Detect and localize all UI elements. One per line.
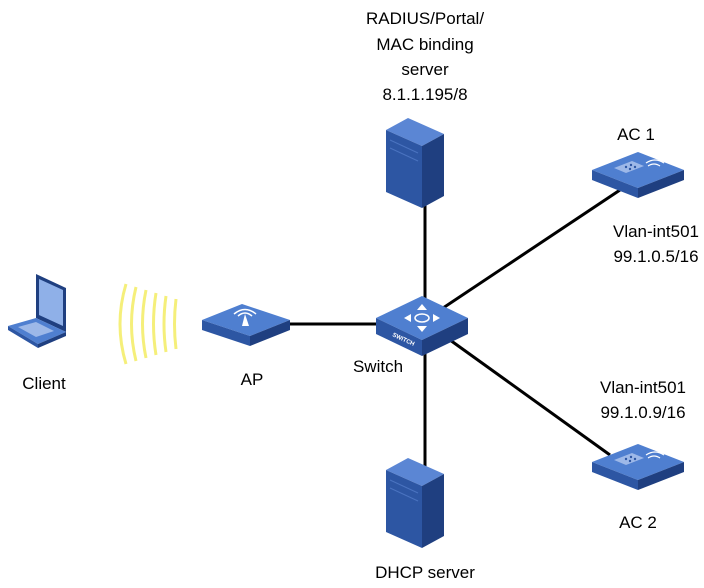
server-top-label-line3: server: [401, 60, 449, 79]
ac1-ip: 99.1.0.5/16: [613, 247, 698, 266]
access-controller-icon: [592, 152, 684, 198]
client-label: Client: [22, 374, 66, 393]
dhcp-label: DHCP server: [375, 563, 475, 582]
link-switch-ac2: [449, 338, 611, 457]
access-controller-icon: [592, 444, 684, 490]
switch-icon: SWITCH: [376, 296, 468, 356]
ac2-node: Vlan-int501 99.1.0.9/16 AC 2: [592, 378, 686, 532]
server-top-label-line1: RADIUS/Portal/: [366, 9, 484, 28]
ac2-interface: Vlan-int501: [600, 378, 686, 397]
laptop-icon: [8, 274, 66, 348]
access-point-icon: [202, 304, 290, 346]
server-icon: [386, 458, 444, 548]
ac1-interface: Vlan-int501: [613, 222, 699, 241]
ap-node: AP: [202, 304, 290, 389]
ac2-ip: 99.1.0.9/16: [600, 403, 685, 422]
ap-label: AP: [241, 370, 264, 389]
ac2-label: AC 2: [619, 513, 657, 532]
wifi-signal-icon: [118, 283, 178, 365]
server-top-label-line2: MAC binding: [376, 35, 473, 54]
dhcp-server-node: DHCP server: [375, 458, 475, 582]
links: [288, 188, 621, 470]
ac1-label: AC 1: [617, 125, 655, 144]
switch-node: SWITCH Switch: [353, 296, 468, 376]
ac1-node: AC 1 Vlan-int501 99.1.0.5/16: [592, 125, 699, 266]
link-switch-ac1: [439, 188, 621, 312]
client-node: Client: [8, 274, 66, 393]
server-icon: [386, 118, 444, 208]
switch-label: Switch: [353, 357, 403, 376]
server-top-node: RADIUS/Portal/ MAC binding server 8.1.1.…: [366, 9, 484, 208]
server-top-ip: 8.1.1.195/8: [382, 85, 467, 104]
